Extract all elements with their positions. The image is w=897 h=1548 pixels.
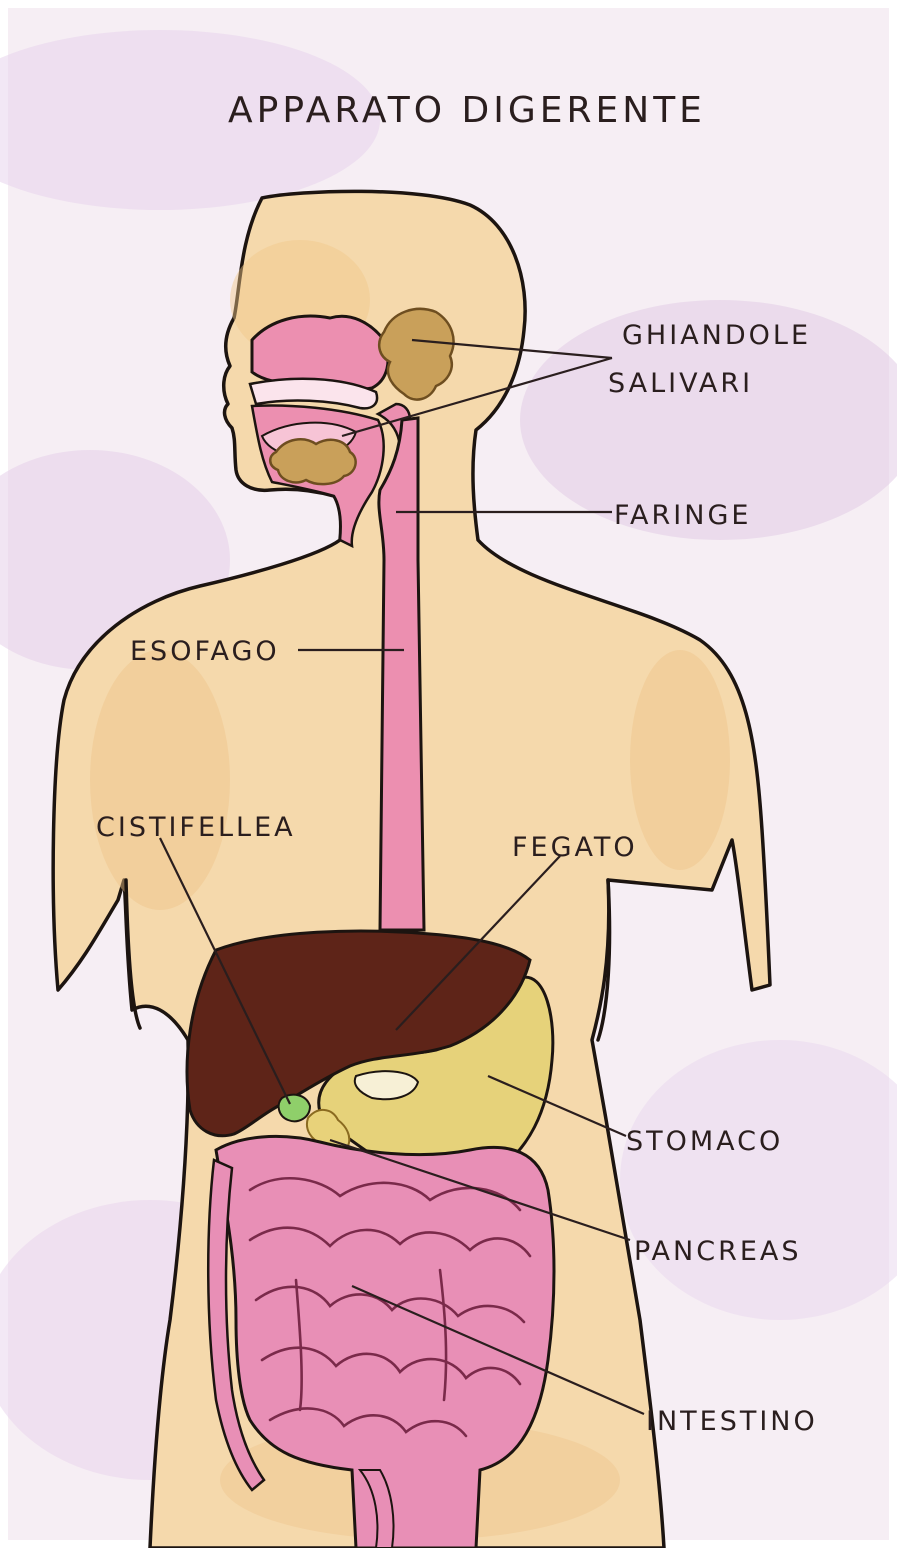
label-pancreas: PANCREAS: [634, 1236, 802, 1267]
label-intestine: INTESTINO: [646, 1406, 818, 1437]
label-esophagus: ESOFAGO: [130, 636, 280, 667]
gallbladder: [279, 1095, 310, 1122]
submandibular-gland: [270, 439, 355, 484]
label-salivary-glands-line1: GHIANDOLE: [622, 320, 811, 351]
label-salivary-glands-line2: SALIVARI: [608, 368, 753, 399]
esophagus: [379, 418, 424, 930]
label-pharynx: FARINGE: [614, 500, 751, 531]
label-stomach: STOMACO: [626, 1126, 783, 1157]
diagram-title: APPARATO DIGERENTE: [228, 90, 706, 131]
label-gallbladder: CISTIFELLEA: [96, 812, 296, 843]
label-liver: FEGATO: [512, 832, 638, 863]
